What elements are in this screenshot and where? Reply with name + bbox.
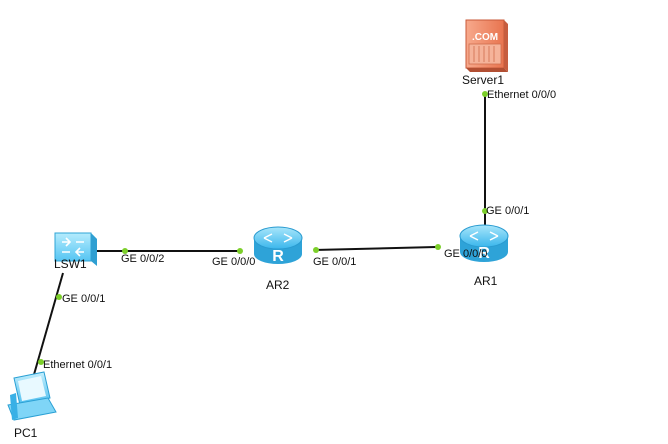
port-dot[interactable] xyxy=(56,294,62,300)
port-dot[interactable] xyxy=(38,359,44,365)
switch-icon[interactable] xyxy=(54,232,97,266)
port-label-lsw1-ge001: GE 0/0/1 xyxy=(62,293,106,305)
port-label-ar2-ge001: GE 0/0/1 xyxy=(313,256,357,268)
port-label-pc1-eth001: Ethernet 0/0/1 xyxy=(43,359,113,371)
port-dots xyxy=(38,91,488,365)
port-label-ar1-ge000: GE 0/0/0 xyxy=(444,248,488,260)
port-label-ar1-ge001: GE 0/0/1 xyxy=(486,205,530,217)
router-icon[interactable]: R xyxy=(253,226,303,265)
port-label-ar2-ge000: GE 0/0/0 xyxy=(212,256,256,268)
port-dot[interactable] xyxy=(482,208,488,214)
port-dot[interactable] xyxy=(482,91,488,97)
device-label-ar1: AR1 xyxy=(474,274,498,288)
com-server-icon[interactable]: .COM xyxy=(465,19,508,72)
router-icon[interactable]: R xyxy=(459,224,509,262)
port-dot[interactable] xyxy=(313,247,319,253)
svg-text:R: R xyxy=(272,248,284,265)
device-label-lsw1: LSW1 xyxy=(54,257,87,271)
server-badge: .COM xyxy=(472,32,498,43)
link-ar1-ar2[interactable] xyxy=(313,246,437,251)
port-dot[interactable] xyxy=(122,248,128,254)
svg-text:R: R xyxy=(478,245,490,262)
device-label-pc1: PC1 xyxy=(14,426,38,440)
link-lsw1-pc1[interactable] xyxy=(32,272,64,379)
port-label-lsw1-ge002: GE 0/0/2 xyxy=(121,253,165,265)
port-label-server1-eth000: Ethernet 0/0/0 xyxy=(487,89,557,101)
device-label-ar2: AR2 xyxy=(266,278,290,292)
port-dot[interactable] xyxy=(237,248,243,254)
device-label-server1: Server1 xyxy=(462,73,505,87)
port-dot[interactable] xyxy=(435,244,441,250)
links xyxy=(32,95,486,379)
pc-icon[interactable] xyxy=(7,371,57,421)
